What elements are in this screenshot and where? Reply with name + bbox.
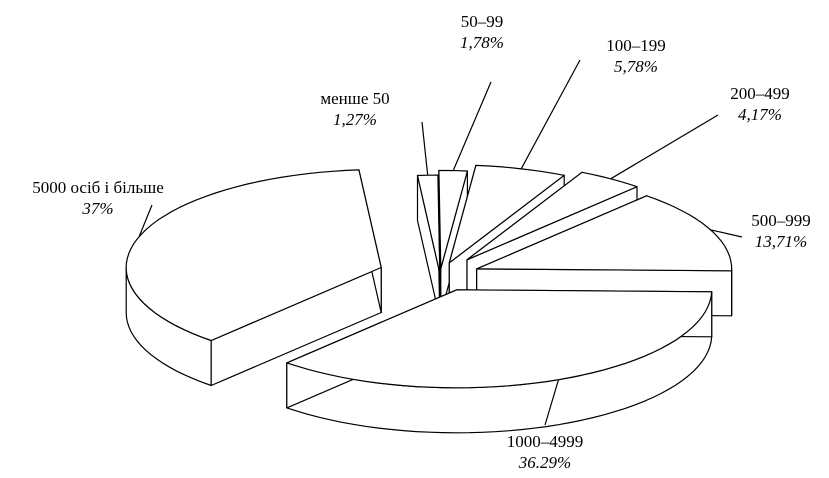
slice-value-label-100-199: 5,78% bbox=[614, 57, 658, 76]
slice-top-5000-plus bbox=[125, 169, 382, 342]
slice-label-50-99: 50–99 bbox=[461, 12, 504, 31]
slice-label-500-999: 500–999 bbox=[751, 211, 811, 230]
slice-value-label-lt-50: 1,27% bbox=[333, 110, 377, 129]
slice-value-label-500-999: 13,71% bbox=[755, 232, 807, 251]
slice-top-50-99 bbox=[438, 169, 468, 270]
slice-label-1000-4999: 1000–4999 bbox=[507, 432, 584, 451]
slice-label-200-499: 200–499 bbox=[730, 84, 790, 103]
leader-line-50-99 bbox=[452, 81, 492, 171]
slice-value-label-1000-4999: 36.29% bbox=[518, 453, 571, 472]
leader-line-1000-4999 bbox=[544, 379, 560, 426]
slice-label-100-199: 100–199 bbox=[606, 36, 666, 55]
leader-line-5000-plus bbox=[138, 204, 153, 237]
slice-top-100-199 bbox=[448, 164, 565, 264]
pie-slice-1000-4999 bbox=[286, 289, 713, 434]
leader-line-lt-50 bbox=[421, 121, 429, 176]
slice-value-label-200-499: 4,17% bbox=[738, 105, 782, 124]
slice-value-label-50-99: 1,78% bbox=[460, 33, 504, 52]
pie-slice-5000-plus bbox=[125, 169, 382, 387]
leader-line-100-199 bbox=[520, 59, 581, 170]
slice-label-lt-50: менше 50 bbox=[320, 89, 389, 108]
pie-slices bbox=[125, 164, 733, 434]
leader-lines bbox=[138, 59, 743, 426]
slice-value-label-5000-plus: 37% bbox=[81, 199, 113, 218]
pie-slice-lt-50 bbox=[416, 174, 441, 319]
leader-line-500-999 bbox=[710, 229, 743, 238]
slice-top-500-999 bbox=[476, 195, 733, 272]
slice-label-5000-plus: 5000 осіб і більше bbox=[32, 178, 164, 197]
slice-labels: менше 50 1,27% 50–99 1,78% 100–199 5,78% 200–4… bbox=[32, 12, 811, 472]
leader-line-200-499 bbox=[610, 114, 719, 180]
